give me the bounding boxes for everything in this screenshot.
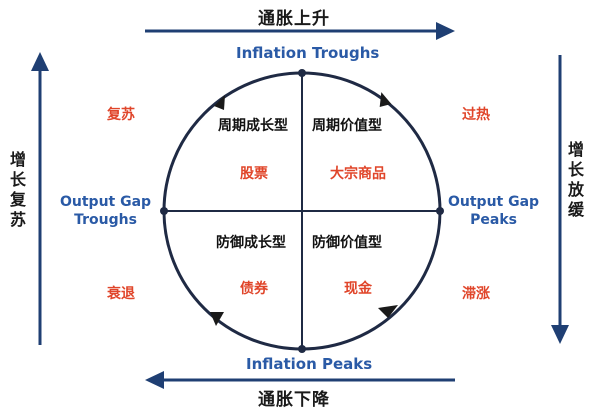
output-gap-peaks-label: Output Gap Peaks xyxy=(448,193,539,229)
top-arrow xyxy=(145,22,455,40)
asset-commodities: 大宗商品 xyxy=(330,166,386,182)
style-defensive-value: 防御价值型 xyxy=(312,235,382,251)
output-gap-peaks-line1: Output Gap xyxy=(448,194,540,210)
left-dot xyxy=(160,207,168,215)
left-arrow xyxy=(31,52,49,345)
phase-recovery: 复苏 xyxy=(107,107,135,123)
right-arrow xyxy=(551,55,569,344)
direction-arrowhead-top-right xyxy=(379,92,392,108)
bottom-dot xyxy=(298,345,306,353)
output-gap-troughs-line1: Output Gap xyxy=(60,194,152,210)
phase-recession: 衰退 xyxy=(107,286,135,302)
direction-arrowhead-top-left xyxy=(214,95,225,110)
bottom-arrow xyxy=(145,371,455,389)
right-arrow-label: 增长放缓 xyxy=(567,140,584,219)
asset-cash: 现金 xyxy=(344,281,372,297)
asset-stocks: 股票 xyxy=(240,166,268,182)
style-cyclical-growth: 周期成长型 xyxy=(218,118,288,134)
right-dot xyxy=(436,207,444,215)
output-gap-troughs-line2: Troughs xyxy=(74,212,137,228)
asset-bonds: 债券 xyxy=(240,281,268,297)
top-dot xyxy=(298,69,306,77)
top-arrow-label: 通胀上升 xyxy=(258,9,330,29)
direction-arrowhead-bottom-left xyxy=(210,312,224,326)
style-cyclical-value: 周期价值型 xyxy=(312,118,382,134)
bottom-arrow-label: 通胀下降 xyxy=(258,390,330,410)
phase-overheat: 过热 xyxy=(462,107,490,123)
inflation-peaks-label: Inflation Peaks xyxy=(246,355,373,373)
output-gap-troughs-label: Output Gap Troughs xyxy=(60,193,151,229)
left-arrow-label: 增长复苏 xyxy=(9,150,26,229)
phase-stagflation: 滞涨 xyxy=(462,286,490,302)
style-defensive-growth: 防御成长型 xyxy=(216,235,286,251)
inflation-troughs-label: Inflation Troughs xyxy=(236,44,380,62)
output-gap-peaks-line2: Peaks xyxy=(470,212,517,228)
direction-arrowhead-bottom-right xyxy=(378,305,398,318)
